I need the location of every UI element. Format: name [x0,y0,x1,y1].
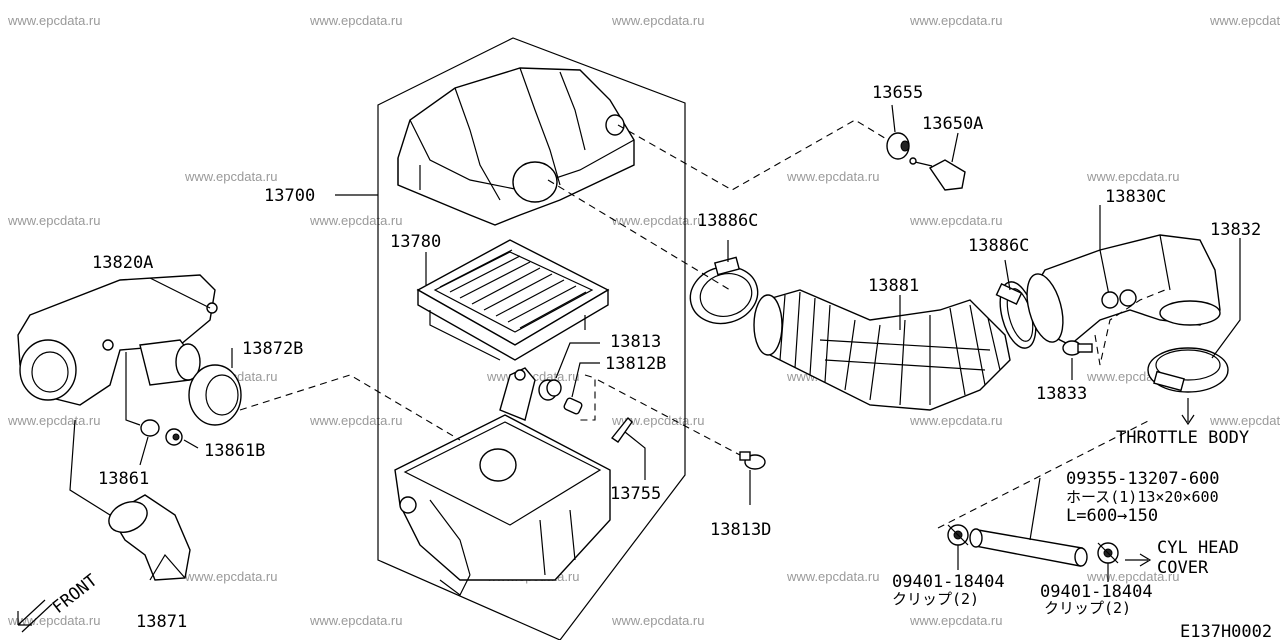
watermark: www.epcdata.ru [1086,569,1180,584]
watermark: www.epcdata.ru [909,213,1003,228]
label-13832: 13832 [1210,220,1261,240]
label-clip-qty-left: クリップ(2) [892,590,979,608]
watermark: www.epcdata.ru [909,613,1003,628]
air-duct-13830c[interactable] [1020,234,1221,346]
rubber-seal-13872b[interactable] [188,364,242,426]
label-throttle-body: THROTTLE BODY [1116,428,1249,448]
label-13655: 13655 [872,83,923,103]
label-13820a: 13820A [92,253,153,273]
label-clip-part-left: 09401-18404 [892,572,1005,592]
front-label: FRONT [49,571,102,618]
watermark: www.epcdata.ru [909,13,1003,28]
watermark: www.epcdata.ru [611,13,705,28]
watermark: www.epcdata.ru [786,569,880,584]
watermark: www.epcdata.ru [7,613,101,628]
label-13872b: 13872B [242,339,303,359]
watermark: www.epcdata.ru [309,613,403,628]
watermark: www.epcdata.ru [611,213,705,228]
label-diagram-code: E137H0002 [1180,622,1272,640]
label-13650a: 13650A [922,114,983,134]
watermark: www.epcdata.ru [7,413,101,428]
label-clip-qty-right: クリップ(2) [1044,599,1131,617]
collar-13861b[interactable] [165,428,183,446]
label-13886c-right: 13886C [968,236,1029,256]
clip-09401-left[interactable] [947,524,969,546]
grommet-13861[interactable] [140,419,160,437]
collar-13812b[interactable] [563,397,583,415]
leader-lines [69,104,1241,582]
watermark: www.epcdata.ru [1086,169,1180,184]
label-13861b: 13861B [204,441,265,461]
label-clip-part-right: 09401-18404 [1040,582,1153,602]
hose-clamp-13886c-left[interactable] [684,256,764,330]
label-hose-spec: ホース(1)13×20×600 [1066,488,1219,506]
label-13861: 13861 [98,469,149,489]
watermark: www.epcdata.ru [1209,13,1280,28]
watermark: www.epcdata.ru [786,169,880,184]
label-13886c-left: 13886C [697,211,758,231]
label-hose-length: L=600→150 [1066,506,1158,526]
label-13833: 13833 [1036,384,1087,404]
air-cleaner-assembly-outline [377,37,686,640]
watermark: www.epcdata.ru [611,613,705,628]
label-13881: 13881 [868,276,919,296]
bolt-13813d[interactable] [739,451,766,470]
watermark: www.epcdata.ru [909,413,1003,428]
air-cleaner-lower-case[interactable] [394,367,611,596]
label-cyl-head-2: COVER [1157,558,1209,578]
arrows [1125,398,1195,567]
label-hose-part: 09355-13207-600 [1066,469,1220,489]
watermark: www.epcdata.ru [184,569,278,584]
watermark: www.epcdata.ru [309,213,403,228]
grommet-13655[interactable] [886,132,910,160]
label-13830c: 13830C [1105,187,1166,207]
hose-clamp-13832[interactable] [1147,347,1229,393]
grommet-13813[interactable] [538,379,562,401]
label-cyl-head-1: CYL HEAD [1157,538,1239,558]
label-13813: 13813 [610,332,661,352]
air-inlet-duct-13820a[interactable] [17,274,218,406]
elbow-duct-13871[interactable] [104,494,191,581]
label-13755: 13755 [610,484,661,504]
label-13871: 13871 [136,612,187,632]
label-13700: 13700 [264,186,315,206]
part-labels: 13655 13650A 13700 13780 13886C 13830C 1… [92,83,1272,640]
clip-13755[interactable] [610,416,633,443]
watermark: www.epcdata.ru [7,213,101,228]
label-13813d: 13813D [710,520,771,540]
watermark: www.epcdata.ru [184,169,278,184]
breather-hose[interactable] [969,528,1088,567]
watermark: www.epcdata.ru [309,413,403,428]
air-cleaner-upper-cover[interactable] [397,67,635,226]
air-filter-element[interactable] [416,239,610,361]
temp-sensor-13650a[interactable] [909,157,966,191]
air-duct-hose-13881[interactable] [753,289,1011,411]
bolt-13833[interactable] [1062,340,1093,356]
watermark: www.epcdata.ru [309,13,403,28]
watermark: www.epcdata.ru [7,13,101,28]
watermark: www.epcdata.ru [611,413,705,428]
label-13780: 13780 [390,232,441,252]
clip-09401-right[interactable] [1097,542,1119,564]
label-13812b: 13812B [605,354,666,374]
watermark: www.epcdata.ru [1209,413,1280,428]
dashed-connections [239,119,1166,529]
